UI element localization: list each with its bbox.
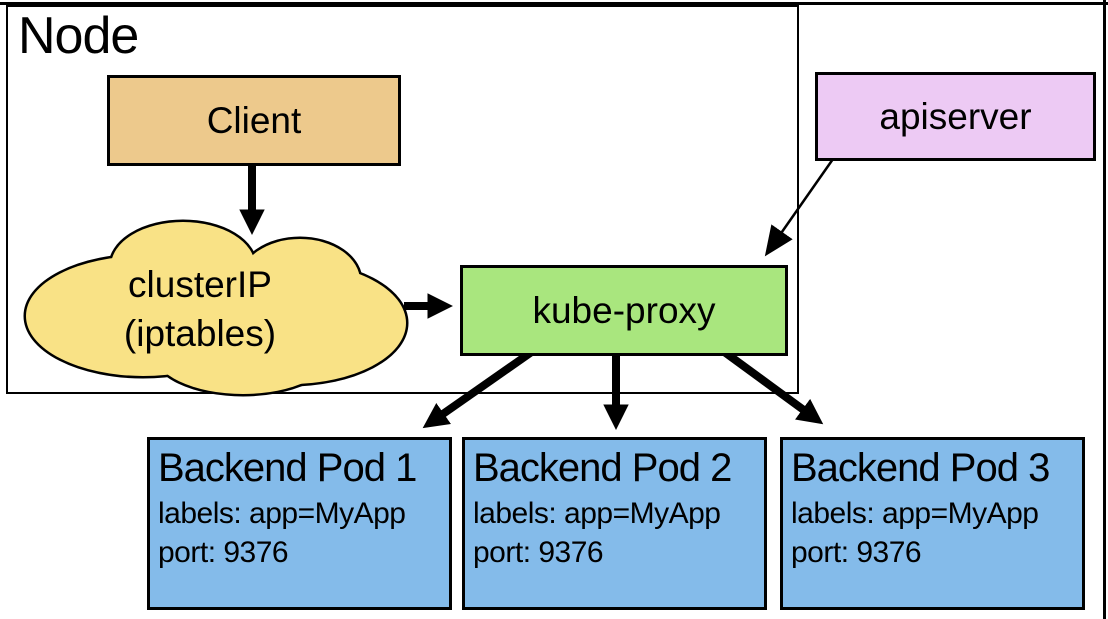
frame-border-top [0,2,1108,5]
cluster-ip-label-line1: clusterIP [128,264,272,305]
backend-pod-1-port: port: 9376 [158,536,289,569]
node-boundary-box: Node [6,5,799,394]
backend-pod-3-title: Backend Pod 3 [791,446,1050,490]
backend-pod-2-title: Backend Pod 2 [473,446,732,490]
client-box: Client [107,75,401,166]
kube-proxy-box: kube-proxy [460,265,788,356]
backend-pod-1-labels: labels: app=MyApp [158,497,406,530]
backend-pod-3-box: Backend Pod 3 labels: app=MyApp port: 93… [780,437,1085,610]
cluster-ip-label: clusterIP (iptables) [55,260,345,358]
arrow-kubeproxy-to-pod3 [720,347,824,425]
frame-border-right [1103,0,1106,619]
node-label: Node [18,7,139,65]
backend-pod-3-labels: labels: app=MyApp [791,497,1039,530]
backend-pod-1-box: Backend Pod 1 labels: app=MyApp port: 93… [147,437,452,610]
backend-pod-1-title: Backend Pod 1 [158,446,417,490]
arrow-kubeproxy-to-pod1 [422,347,536,429]
client-label: Client [206,99,302,141]
apiserver-label: apiserver [879,95,1032,137]
cluster-ip-cloud-shape [23,219,409,397]
arrow-apiserver-to-kubeproxy [764,158,835,257]
apiserver-box: apiserver [815,72,1096,161]
cluster-ip-label-line2: (iptables) [123,313,277,354]
backend-pod-2-labels: labels: app=MyApp [473,497,721,530]
backend-pod-2-port: port: 9376 [473,536,604,569]
backend-pod-2-box: Backend Pod 2 labels: app=MyApp port: 93… [462,437,767,610]
backend-pod-3-port: port: 9376 [791,536,922,569]
kube-proxy-label: kube-proxy [532,289,716,331]
